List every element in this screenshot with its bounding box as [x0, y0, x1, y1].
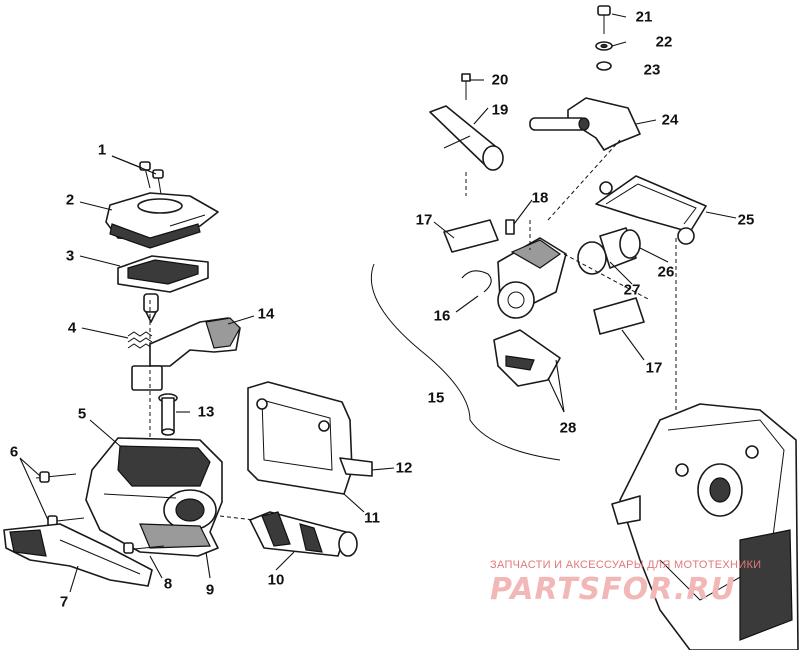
- caliper-body: [497, 219, 567, 319]
- pin-13: [158, 393, 178, 436]
- callout-18: 18: [531, 189, 549, 207]
- callout-12: 12: [395, 459, 413, 477]
- callout-15: 15: [427, 389, 445, 407]
- fitting-19: [429, 105, 504, 196]
- callout-25: 25: [737, 211, 755, 229]
- callout-23: 23: [643, 61, 661, 79]
- callout-21: 21: [635, 8, 653, 26]
- callout-27: 27: [623, 281, 641, 299]
- lever-arm-14: [131, 300, 241, 440]
- screw-8: [123, 542, 165, 554]
- callout-28: 28: [559, 419, 577, 437]
- callout-17-lower: 17: [645, 359, 663, 377]
- screws-6: [35, 471, 85, 527]
- leader-lines: [19, 13, 737, 593]
- callout-17-upper: 17: [415, 211, 433, 229]
- link-25: [595, 175, 707, 245]
- spring-clip-16: [461, 270, 492, 293]
- callout-1: 1: [97, 141, 107, 159]
- callout-13: 13: [197, 403, 215, 421]
- spring-4: [127, 331, 153, 349]
- callout-8: 8: [163, 575, 173, 593]
- callout-6: 6: [9, 443, 19, 461]
- diaphragm-3: [117, 255, 209, 293]
- plunger: [143, 293, 159, 323]
- pads-17: [443, 219, 645, 335]
- callout-20: 20: [491, 71, 509, 89]
- callout-9: 9: [205, 581, 215, 599]
- bolt-20: [461, 73, 471, 100]
- callout-16: 16: [433, 307, 451, 325]
- cover-2: [105, 192, 219, 249]
- watermark-logo: PARTSFOR.RU: [490, 572, 736, 607]
- bolt-21: [597, 5, 611, 34]
- callout-5: 5: [77, 405, 87, 423]
- watermark-caption: ЗАПЧАСТИ И АКСЕССУАРЫ ДЛЯ МОТОТЕХНИКИ: [490, 559, 762, 571]
- crankcase-housing: [611, 403, 799, 650]
- bracket-24: [529, 97, 641, 151]
- pistons-27: [577, 227, 641, 275]
- callout-19: 19: [491, 101, 509, 119]
- callout-11: 11: [364, 509, 380, 527]
- callout-26: 26: [657, 263, 675, 281]
- callout-14: 14: [257, 305, 275, 323]
- housing-5: [85, 437, 223, 557]
- group-brace-15: [370, 263, 561, 461]
- screws-1: [139, 161, 164, 195]
- brake-lever-7: [3, 523, 153, 587]
- callout-7: 7: [59, 593, 69, 611]
- throttle-sleeve-10: [219, 511, 358, 557]
- washer-23: [596, 61, 612, 71]
- callout-3: 3: [65, 247, 75, 265]
- callout-22: 22: [655, 33, 673, 51]
- callout-4: 4: [67, 319, 77, 337]
- callout-24: 24: [661, 111, 679, 129]
- cover-plate-11: [247, 381, 373, 495]
- callout-10: 10: [267, 571, 285, 589]
- pad-backplates-28: [493, 329, 561, 387]
- washer-22: [595, 41, 613, 51]
- callout-2: 2: [65, 191, 75, 209]
